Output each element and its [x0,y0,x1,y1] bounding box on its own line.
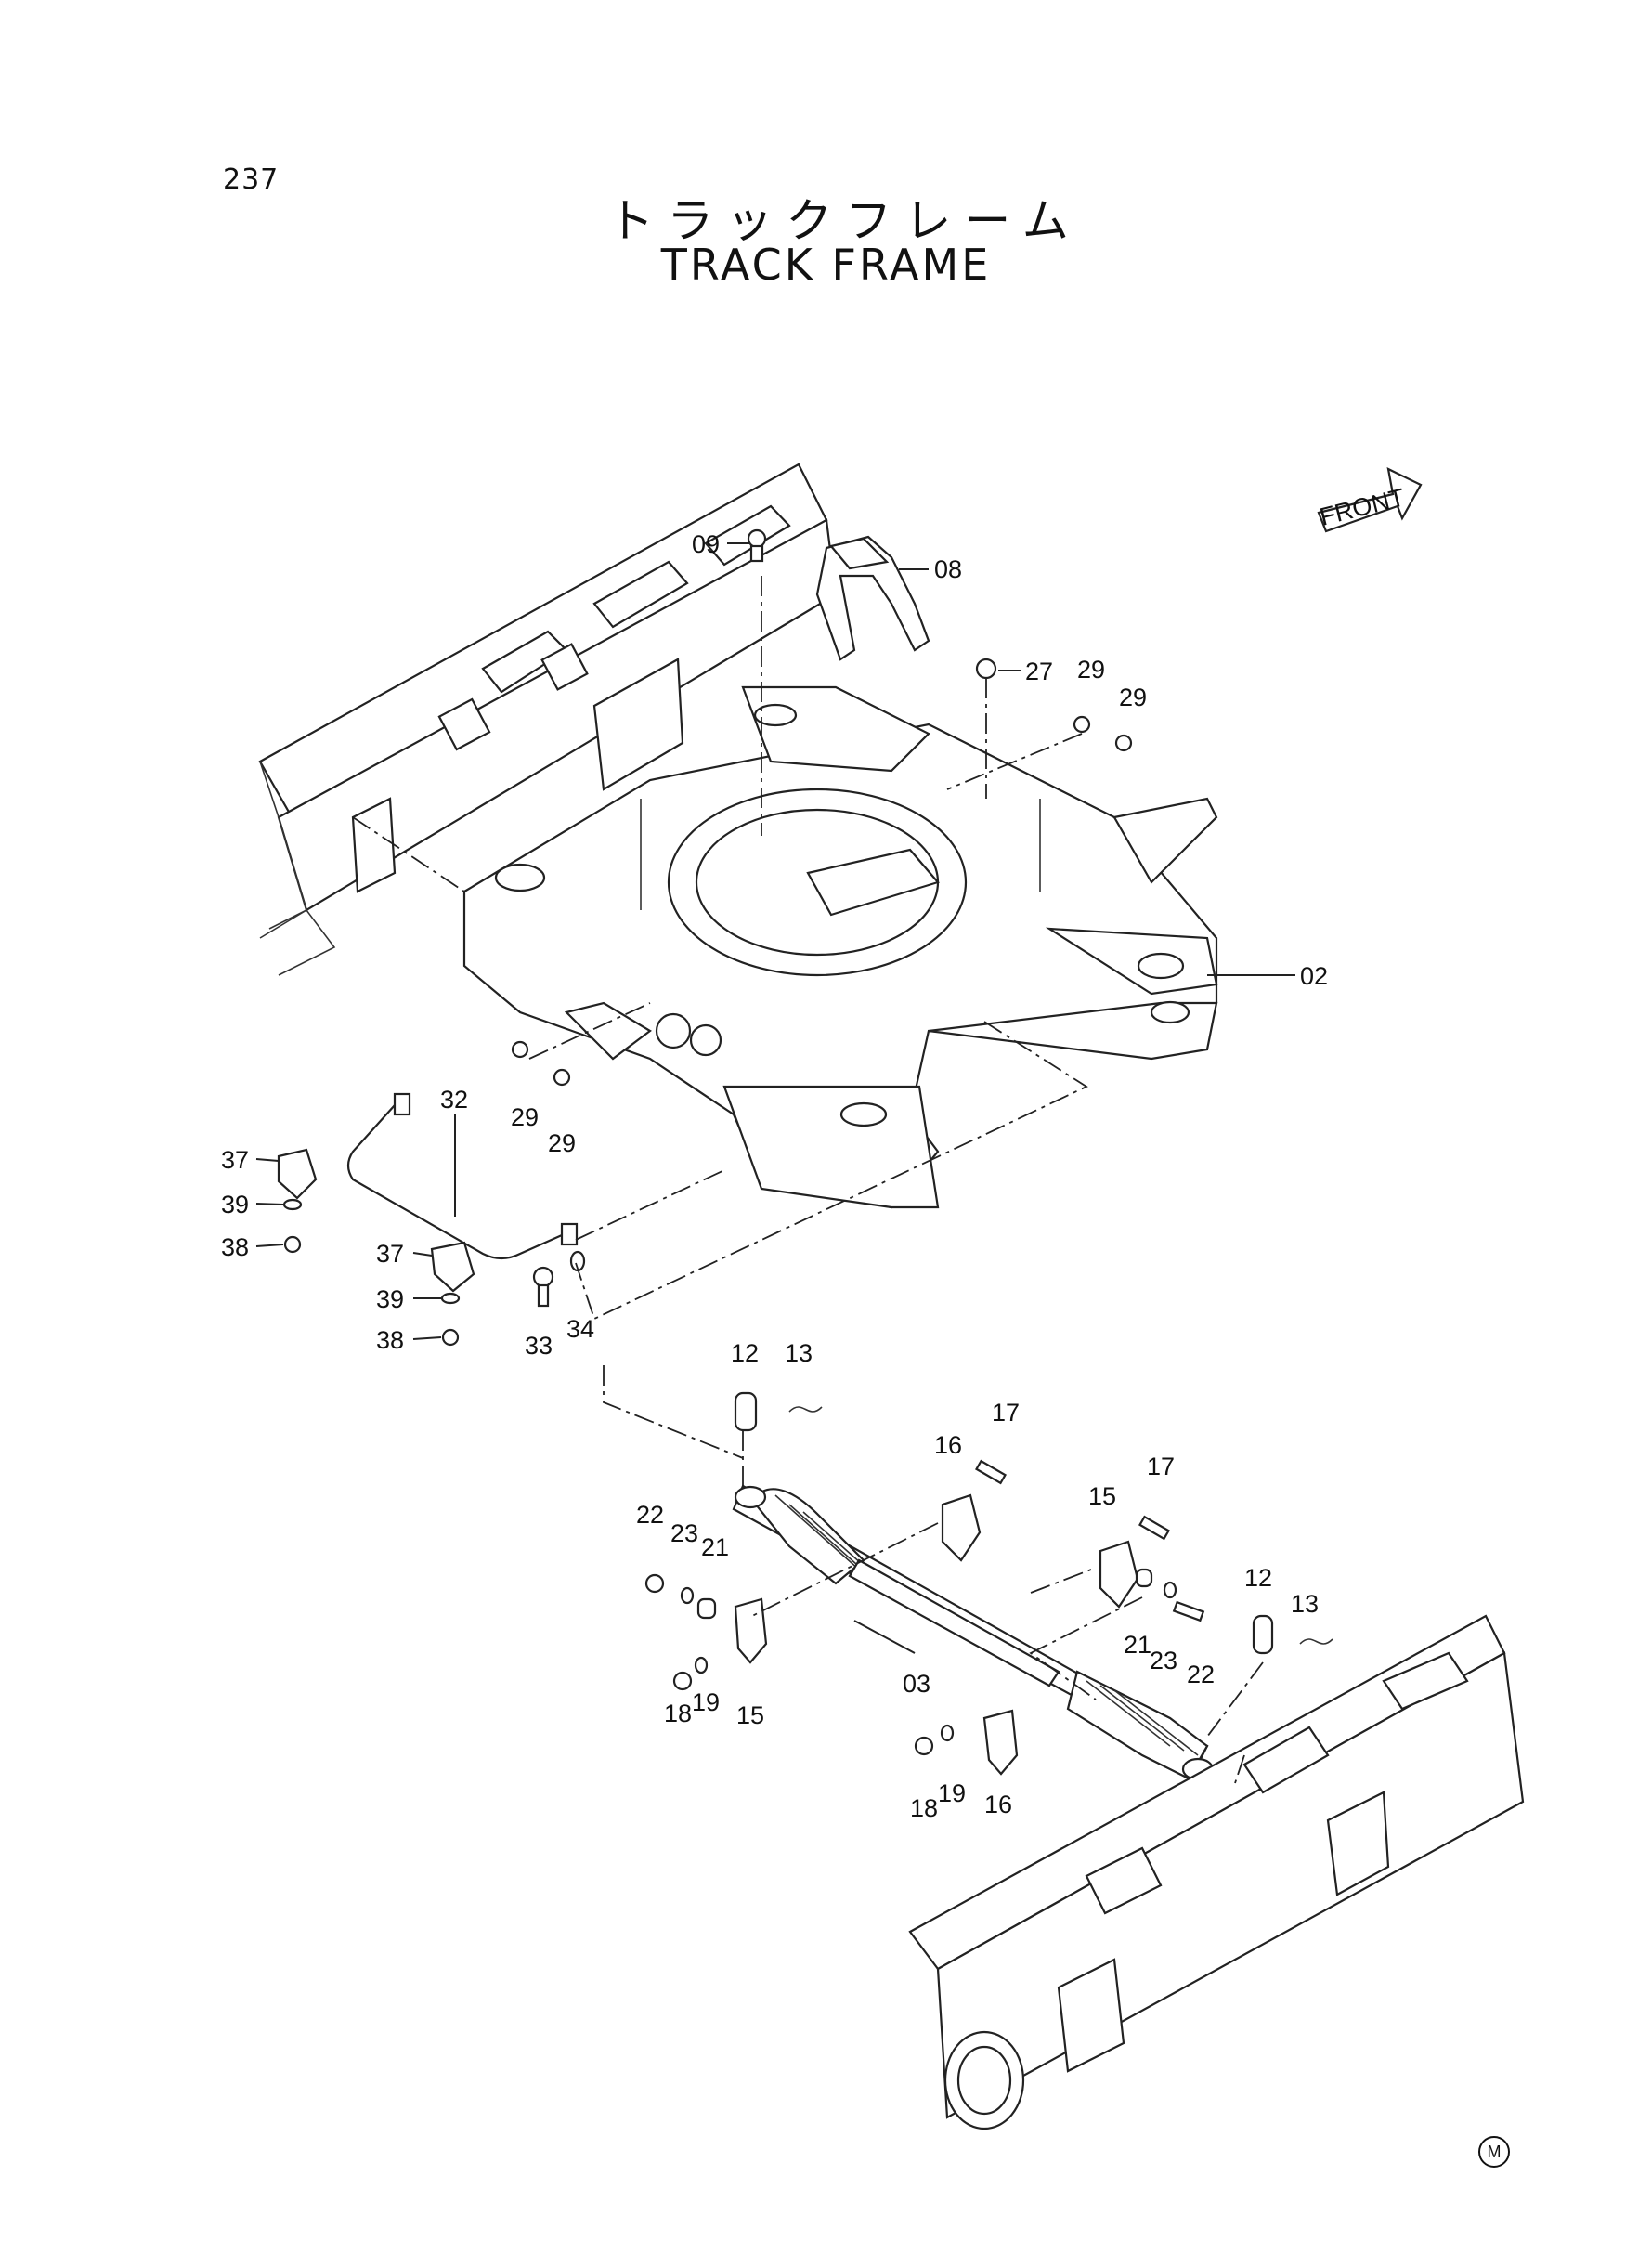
callout-33: 33 [525,1332,553,1360]
callout-18-a: 18 [664,1700,692,1727]
callout-19-a: 19 [692,1688,720,1716]
callout-15-b: 15 [736,1701,764,1729]
callout-37-a: 37 [221,1146,249,1174]
callout-21-a: 21 [701,1533,729,1561]
front-label: FRONT [1317,483,1407,531]
footer-mark: M [1478,2136,1510,2168]
title-english: TRACK FRAME [660,240,992,290]
callout-17-a: 17 [992,1399,1020,1427]
tie-rod-part [346,1092,579,1260]
callout-39-a: 39 [221,1191,249,1218]
callout-39-b: 39 [376,1285,404,1313]
callout-13-a: 13 [785,1339,813,1367]
callout-23-a: 23 [670,1519,698,1547]
callout-19-b: 19 [938,1779,966,1807]
callout-02: 02 [1300,962,1328,990]
callout-38-b: 38 [376,1326,404,1354]
callout-16-b: 16 [984,1791,1012,1818]
callout-27: 27 [1025,658,1053,685]
callout-37-b: 37 [376,1240,404,1268]
callout-22-b: 22 [1187,1661,1215,1688]
callout-17-b: 17 [1147,1453,1175,1480]
callout-15-a: 15 [1088,1482,1116,1510]
callout-13-b: 13 [1291,1590,1319,1618]
callout-03: 03 [903,1670,930,1698]
callout-32: 32 [440,1086,468,1114]
front-arrow-icon: FRONT [1317,467,1423,533]
callout-22-a: 22 [636,1501,664,1529]
title-japanese: トラックフレーム [607,194,1082,248]
callout-09: 09 [692,530,720,558]
callout-29-c: 29 [511,1103,539,1131]
callout-12-b: 12 [1244,1564,1272,1592]
callout-12-a: 12 [731,1339,759,1367]
callout-29-a: 29 [1077,656,1105,684]
right-track-frame [908,1614,1525,2130]
callout-08: 08 [934,555,962,583]
page-number: 237 [223,163,280,196]
callout-18-b: 18 [910,1794,938,1822]
hardware-parts [277,528,1333,1776]
callout-labels: 09 08 27 29 29 02 29 29 32 37 39 38 37 3… [221,530,1328,1822]
callout-29-b: 29 [1119,684,1147,711]
callout-38-a: 38 [221,1233,249,1261]
callout-29-d: 29 [548,1129,576,1157]
leader-lines [255,542,1295,1654]
alignment-lines [352,576,1264,1784]
callout-16-a: 16 [934,1431,962,1459]
center-frame [462,685,1218,1209]
callout-21-b: 21 [1124,1631,1151,1659]
callout-34: 34 [566,1315,594,1343]
upper-cover-part [815,535,930,661]
callout-23-b: 23 [1150,1647,1177,1674]
